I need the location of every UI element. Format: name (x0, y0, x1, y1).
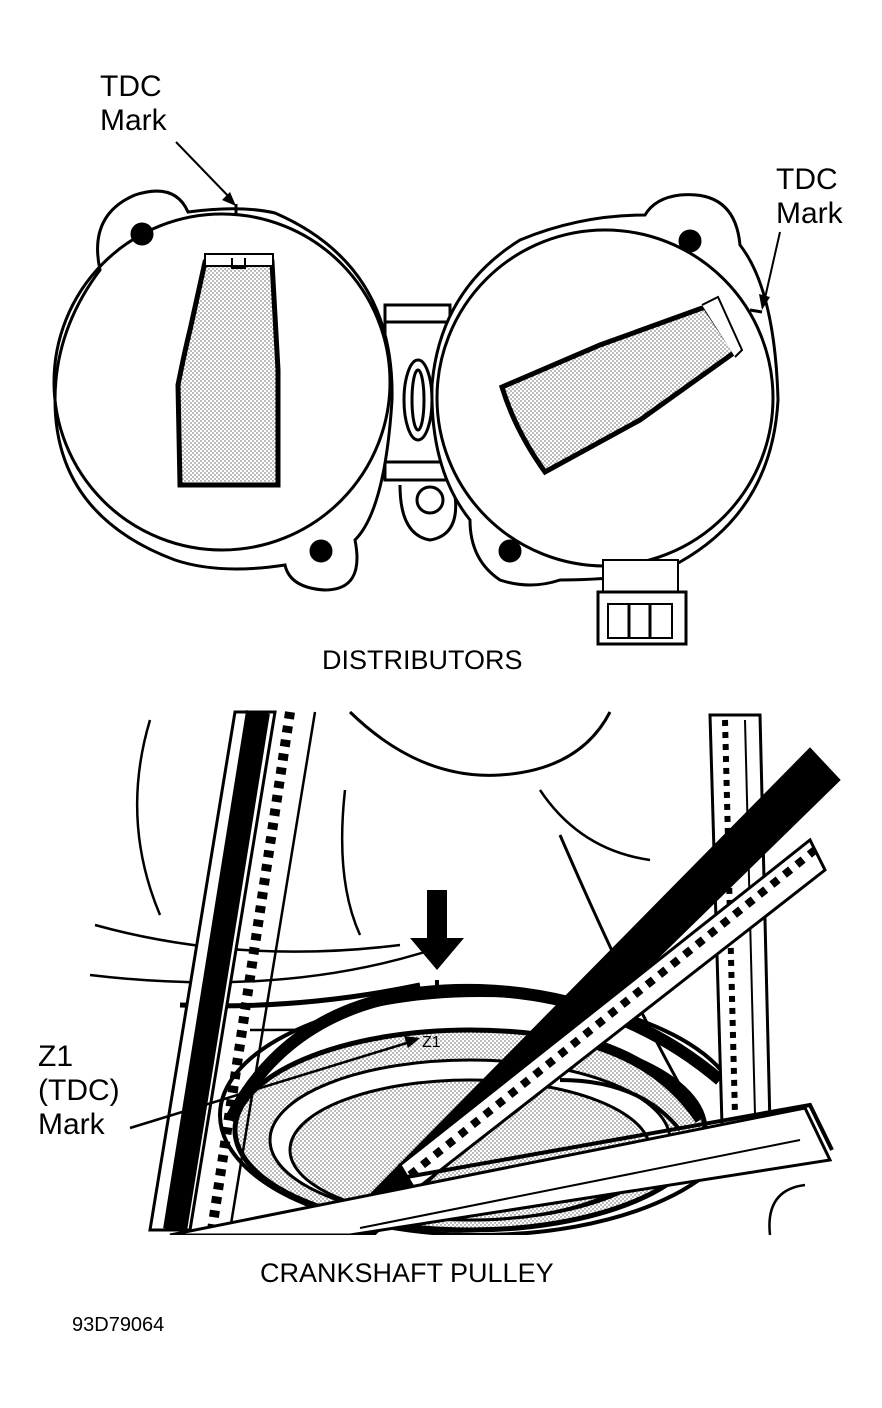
right-tdc-mark-label: TDC Mark (776, 163, 843, 231)
distributors-caption: DISTRIBUTORS (322, 645, 523, 675)
z1-tdc-mark-label: Z1 (TDC) Mark (38, 1040, 120, 1142)
left-tdc-leader (175, 141, 236, 206)
diagonal-drive-belt (329, 747, 841, 1235)
figure-id: 93D79064 (72, 1314, 165, 1336)
label-line: Z1 (38, 1040, 74, 1073)
right-tdc-leader (759, 231, 781, 310)
label-line: Mark (38, 1108, 105, 1141)
rotor (498, 295, 744, 476)
crankshaft-caption: CRANKSHAFT PULLEY (260, 1258, 554, 1288)
label-line: TDC (776, 163, 838, 196)
right-distributor (430, 193, 780, 646)
crankshaft-diagram: Z1 (89, 710, 841, 1235)
mount-hole (309, 539, 333, 563)
z1-leader (129, 1036, 420, 1130)
label-line: TDC (100, 70, 162, 103)
mount-hole (498, 539, 522, 563)
pulley-stamp: Z1 (422, 1034, 441, 1051)
mount-hole (678, 229, 702, 253)
rotor (175, 253, 281, 488)
label-line: Mark (100, 104, 167, 137)
label-line: (TDC) (38, 1074, 120, 1107)
distributors-diagram (52, 141, 781, 646)
mount-hole (130, 222, 154, 246)
tdc-reference-arrow (410, 890, 464, 970)
label-line: Mark (776, 197, 843, 230)
connector-plug (596, 559, 688, 646)
timing-cover (169, 1102, 834, 1235)
left-distributor (52, 189, 394, 592)
left-tdc-mark-label: TDC Mark (100, 70, 167, 138)
